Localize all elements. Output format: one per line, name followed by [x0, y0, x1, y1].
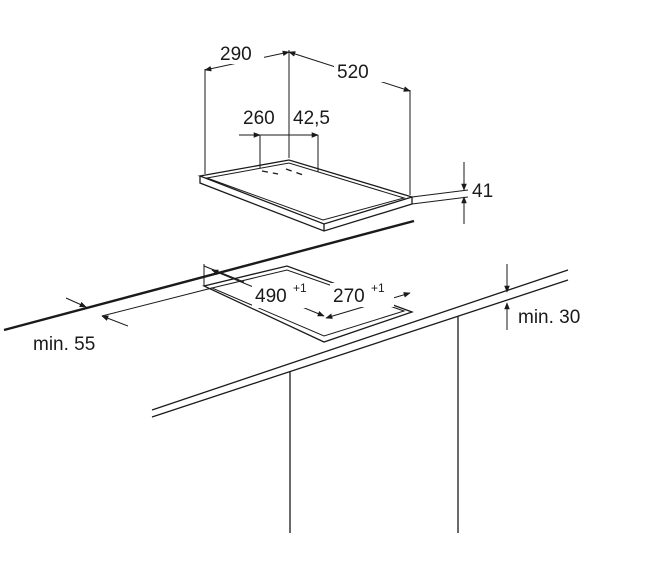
dim-270-label: 270	[333, 286, 365, 307]
hob-front-edge	[199, 176, 413, 232]
dim-290: 290	[204, 40, 290, 72]
dim-42-5-label: 42,5	[293, 108, 330, 129]
cabinet-sides	[289, 316, 459, 533]
dim-270: 270 +1	[325, 281, 411, 319]
dim-520: 520	[288, 51, 411, 92]
dim-260-42-5: 260 42,5	[239, 108, 330, 145]
dim-290-label: 290	[220, 44, 252, 65]
dim-260-label: 260	[243, 108, 275, 129]
dim-min-55-label: min. 55	[33, 334, 95, 355]
dim-41: 41	[461, 162, 493, 224]
dim-min-55: min. 55	[33, 287, 213, 355]
dim-490-label: 490	[255, 286, 287, 307]
dim-min-30-label: min. 30	[518, 307, 580, 328]
dim-520-label: 520	[337, 62, 369, 83]
hob-burner-marks	[261, 168, 307, 177]
dim-41-label: 41	[472, 181, 493, 202]
dim-490: 490 +1	[211, 269, 325, 317]
hob-body	[197, 159, 415, 232]
worktop	[3, 219, 569, 418]
hob-top-rim	[205, 162, 406, 221]
dim-270-tolerance: +1	[371, 281, 385, 295]
dim-min-30: min. 30	[504, 264, 580, 330]
dim-490-tolerance: +1	[293, 281, 307, 295]
